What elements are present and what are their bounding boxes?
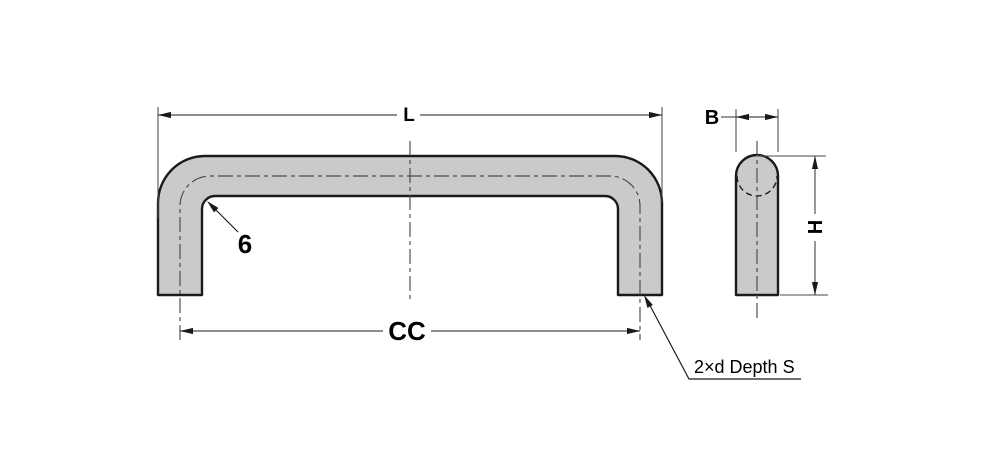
side-view: B H bbox=[705, 107, 828, 318]
h-arrow-top bbox=[811, 156, 819, 169]
hole-leader-line bbox=[645, 297, 801, 380]
b-arrow-left bbox=[736, 113, 749, 121]
label-H: H bbox=[805, 220, 827, 234]
dimension-L: L bbox=[157, 105, 663, 218]
callout-corner-radius: 6 bbox=[207, 201, 252, 259]
l-arrow-right bbox=[649, 111, 662, 119]
dimension-CC: CC bbox=[180, 316, 640, 346]
b-arrow-right bbox=[765, 113, 778, 121]
label-L: L bbox=[403, 105, 415, 126]
label-hole-note: 2×d Depth S bbox=[694, 357, 795, 377]
label-corner-radius: 6 bbox=[238, 229, 252, 259]
dimension-H: H bbox=[757, 155, 828, 296]
label-CC: CC bbox=[388, 316, 426, 346]
front-view: L CC 6 2×d Depth S bbox=[156, 105, 801, 380]
cc-arrow-right bbox=[627, 327, 640, 335]
dimension-B: B bbox=[705, 107, 779, 152]
l-arrow-left bbox=[158, 111, 171, 119]
h-arrow-bottom bbox=[811, 282, 819, 295]
label-B: B bbox=[705, 107, 719, 129]
callout-hole-note: 2×d Depth S bbox=[644, 295, 801, 380]
handle-body bbox=[156, 154, 664, 297]
cc-arrow-left bbox=[180, 327, 193, 335]
radius-leader-arrow bbox=[207, 201, 219, 213]
hole-leader-arrow bbox=[644, 295, 653, 308]
